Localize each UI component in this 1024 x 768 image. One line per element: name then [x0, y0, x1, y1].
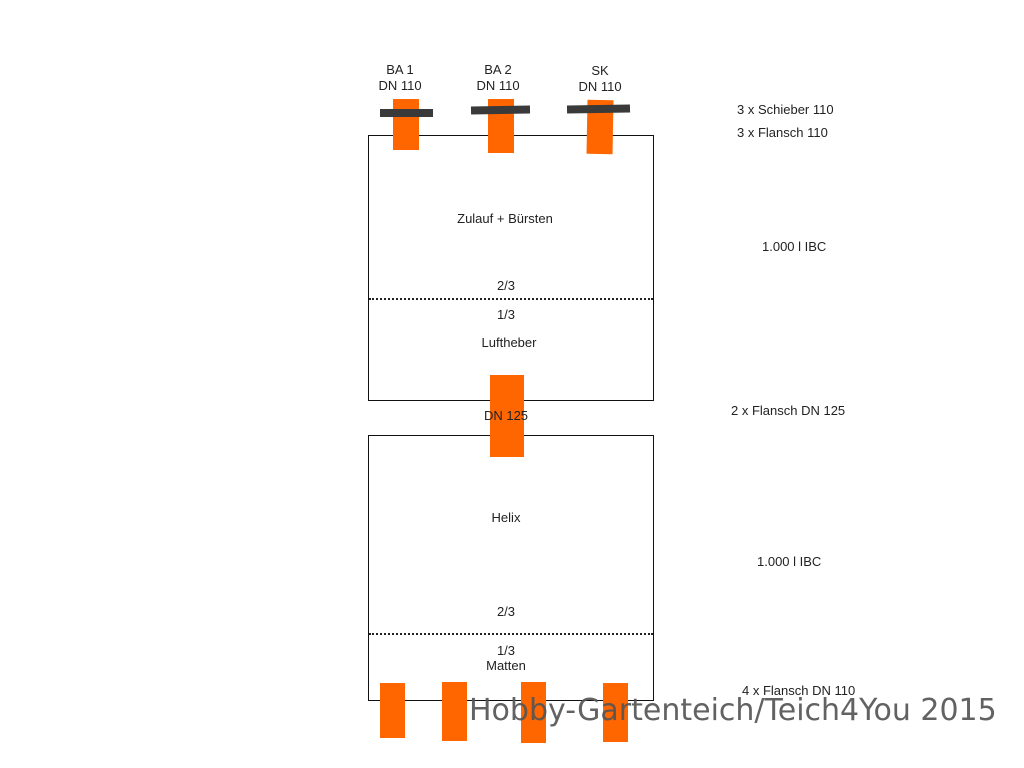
watermark: Hobby-Gartenteich/Teich4You 2015	[469, 693, 997, 728]
pipe-bottom-1	[380, 683, 405, 738]
upper-tank-top-section: Zulauf + Bürsten	[457, 211, 553, 226]
ba2-size: DN 110	[476, 78, 520, 93]
lower-tank-top-section: Helix	[491, 510, 521, 525]
valve-sk	[566, 104, 631, 114]
pipe-dn125	[490, 375, 524, 457]
note-top-flanges: 3 x Flansch 110	[737, 125, 828, 140]
note-upper-tank-volume: 1.000 l IBC	[762, 239, 827, 254]
note-bottom-flanges: 4 x Flansch DN 110	[742, 683, 856, 698]
upper-tank-bottom-section: Luftheber	[481, 335, 537, 350]
valve-ba2	[470, 105, 531, 115]
note-middle-flanges: 2 x Flansch DN 125	[731, 403, 846, 418]
upper-tank-lower-fraction: 1/3	[496, 307, 516, 322]
sk-label: SK DN 110	[570, 63, 630, 95]
pipe-bottom-4	[603, 683, 628, 742]
lower-tank-upper-fraction: 2/3	[496, 604, 516, 619]
upper-tank-upper-fraction: 2/3	[496, 278, 516, 293]
pipe-bottom-3	[521, 682, 546, 743]
upper-ibc-tank	[368, 135, 654, 401]
ba1-size: DN 110	[378, 78, 422, 93]
lower-tank-divider	[369, 633, 653, 635]
connector-label: DN 125	[483, 408, 529, 423]
note-valves: 3 x Schieber 110	[737, 102, 834, 117]
pipe-bottom-2	[442, 682, 467, 741]
sk-size: DN 110	[578, 79, 622, 94]
ba2-name: BA 2	[484, 62, 512, 77]
lower-tank-bottom-section: Matten	[486, 658, 526, 673]
pipe-ba1	[393, 99, 419, 150]
upper-tank-divider	[369, 298, 653, 300]
lower-tank-lower-fraction: 1/3	[496, 643, 516, 658]
ba1-name: BA 1	[386, 62, 414, 77]
note-lower-tank-volume: 1.000 l IBC	[757, 554, 822, 569]
valve-ba1	[380, 109, 433, 117]
sk-name: SK	[591, 63, 609, 78]
ba2-label: BA 2 DN 110	[468, 62, 528, 94]
ba1-label: BA 1 DN 110	[370, 62, 430, 94]
